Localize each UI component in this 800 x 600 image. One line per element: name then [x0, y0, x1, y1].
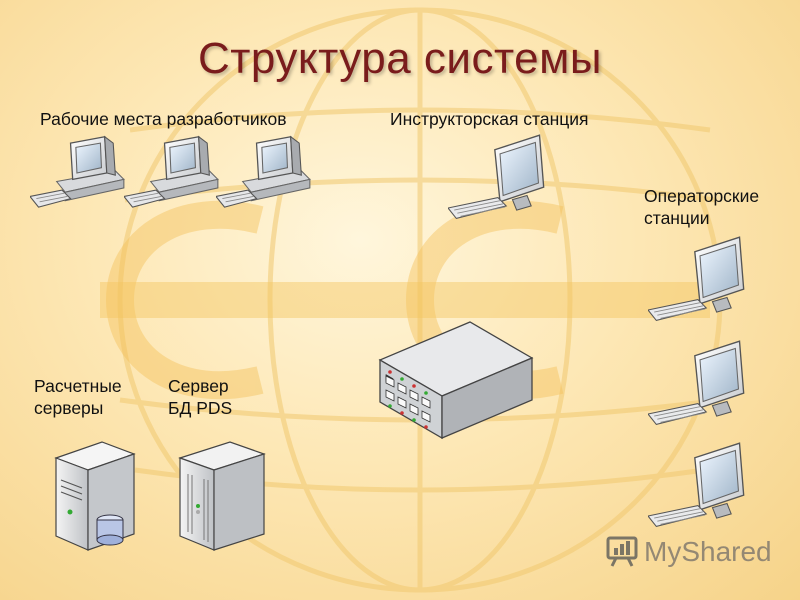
compute-server-icon [54, 441, 136, 551]
compute-servers-label-line2: серверы [34, 398, 104, 418]
myshared-watermark-text: MyShared [644, 536, 772, 567]
operator-station-1-monitor-icon [648, 234, 752, 334]
operator-station-3-monitor-icon [648, 440, 752, 540]
developer-workstations-label: Рабочие места разработчиков [40, 109, 287, 129]
db-server-label-line1: Сервер [168, 376, 229, 396]
developer-workstation-2-icon [124, 130, 220, 216]
developer-workstation-1-icon [30, 130, 126, 216]
db-server-label: Сервер БД PDS [168, 375, 232, 419]
compute-servers-label-line1: Расчетные [34, 376, 122, 396]
myshared-logo-icon [606, 536, 638, 567]
network-switch-icon [378, 321, 534, 440]
operator-stations-label-line2: станции [644, 208, 710, 228]
instructor-station-label: Инструкторская станция [390, 109, 589, 129]
page-title: Структура системы [197, 34, 603, 83]
db-server-label-line2: БД PDS [168, 398, 233, 418]
developer-workstation-3-icon [216, 130, 312, 216]
myshared-watermark: MyShared [606, 536, 772, 568]
operator-stations-label: Операторские станции [644, 185, 759, 229]
operator-station-2-monitor-icon [648, 338, 752, 438]
compute-servers-label: Расчетные серверы [34, 375, 122, 419]
instructor-station-monitor-icon [448, 132, 552, 232]
db-server-tower-icon [178, 441, 266, 551]
operator-stations-label-line1: Операторские [644, 186, 760, 206]
